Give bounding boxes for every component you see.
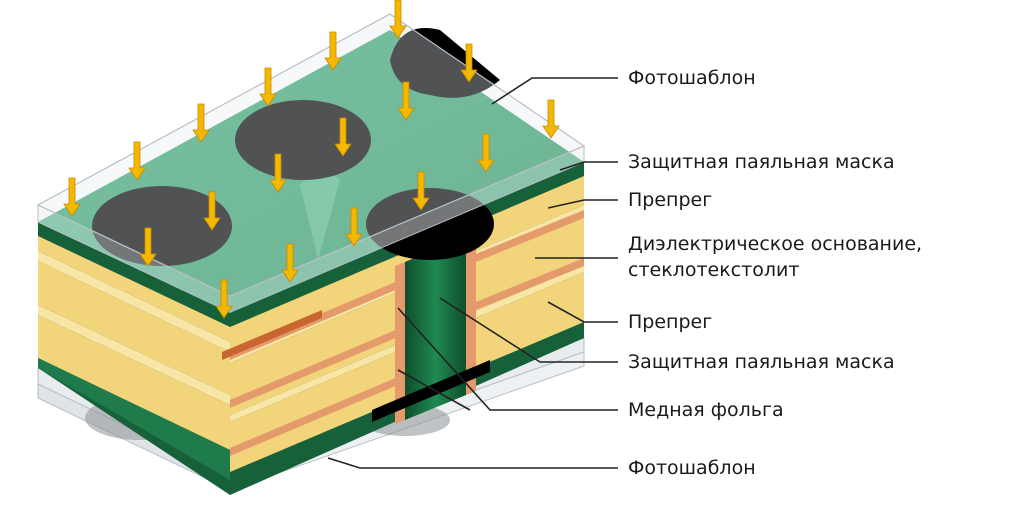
label-prepreg-bottom: Препрег [628, 311, 713, 333]
light-arrow-icon [460, 43, 478, 83]
label-prepreg-top: Препрег [628, 189, 713, 211]
light-arrow-icon [324, 31, 342, 71]
light-arrow-icon [63, 177, 81, 217]
label-solder-mask-bottom: Защитная паяльная маска [628, 351, 895, 373]
hole-2 [235, 100, 371, 180]
board-right-face [222, 162, 584, 495]
light-arrow-icon [269, 153, 287, 193]
label-photomask-top: Фотошаблон [628, 67, 756, 89]
light-arrow-icon [412, 171, 430, 211]
top-photomask [36, 13, 586, 313]
label-dielectric-line2: стеклотекстолит [628, 259, 800, 281]
light-arrow-icon [192, 103, 210, 143]
leader-lines [327, 77, 618, 469]
top-solder-mask [38, 28, 584, 313]
label-dielectric-line1: Диэлектрическое основание, [628, 233, 923, 255]
light-arrow-icon [139, 227, 157, 267]
light-arrows [63, 0, 560, 319]
light-arrow-icon [215, 279, 233, 319]
label-solder-mask-top: Защитная паяльная маска [628, 151, 895, 173]
light-arrow-icon [389, 0, 407, 39]
hole-4 [390, 28, 500, 98]
light-arrow-icon [281, 243, 299, 283]
light-arrow-icon [397, 81, 415, 121]
light-arrow-icon [345, 207, 363, 247]
label-copper-foil: Медная фольга [628, 399, 784, 421]
light-arrow-icon [259, 67, 277, 107]
light-arrow-icon [203, 191, 221, 231]
board-left-face [38, 222, 230, 495]
light-arrow-icon [334, 117, 352, 157]
hole-1 [92, 186, 232, 266]
light-arrow-icon [477, 133, 495, 173]
light-arrow-icon [128, 141, 146, 181]
light-arrow-icon [542, 99, 560, 139]
label-photomask-bottom: Фотошаблон [628, 457, 756, 479]
